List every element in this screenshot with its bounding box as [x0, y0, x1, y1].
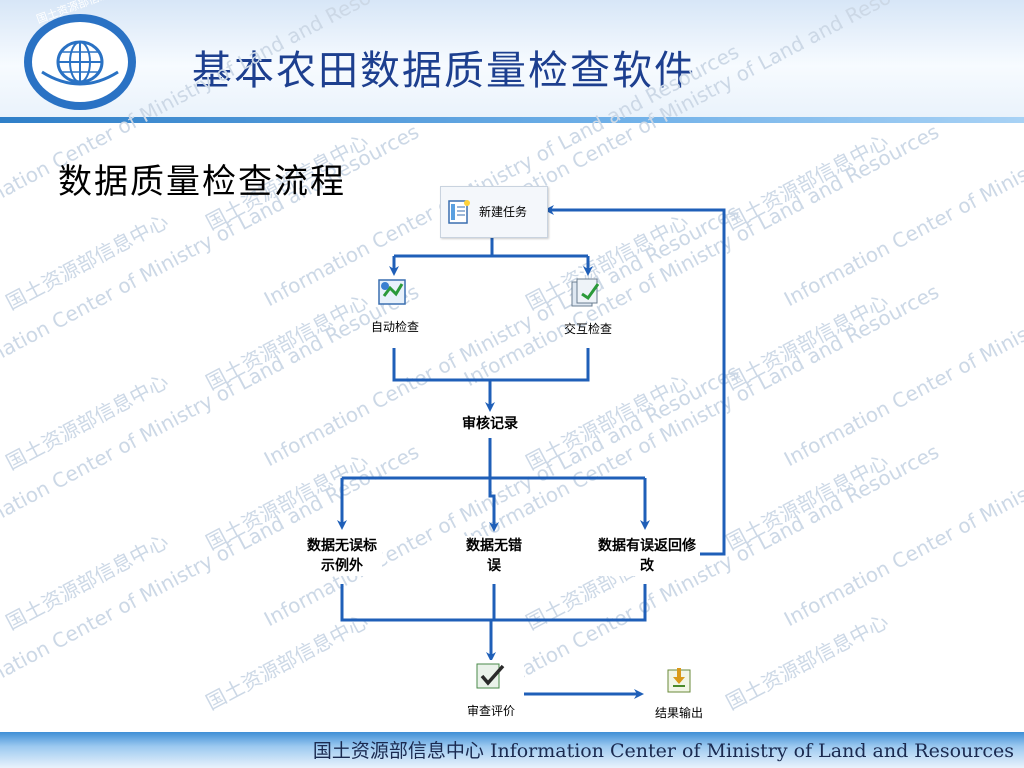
result-download-icon	[667, 668, 691, 693]
result-output-node: 结果输出	[644, 664, 714, 724]
footer-bar: 国土资源部信息中心 Information Center of Ministry…	[0, 732, 1024, 768]
interactive-check-label: 交互检查	[563, 322, 612, 336]
header-bar	[0, 0, 1024, 120]
result-output-label: 结果输出	[654, 706, 703, 720]
new-task-node: 新建任务	[440, 186, 548, 238]
review-record-node: 审核记录	[448, 414, 532, 434]
auto-check-label: 自动检查	[370, 320, 419, 334]
page-title: 基本农田数据质量检查软件	[192, 48, 696, 94]
logo-bottom-text: ICMLR	[58, 86, 104, 101]
review-evaluate-label: 审查评价	[466, 704, 515, 718]
section-title: 数据质量检查流程	[58, 162, 346, 202]
new-task-label: 新建任务	[479, 205, 528, 219]
icmlr-logo	[24, 14, 136, 110]
auto-check-icon	[378, 279, 406, 305]
footer-text: 国土资源部信息中心 Information Center of Ministry…	[312, 740, 1014, 762]
header-divider	[0, 117, 1024, 123]
auto-check-node: 自动检查	[360, 274, 430, 344]
review-evaluate-node: 审查评价	[458, 660, 524, 720]
data-ok-exception-node: 数据无误标示例外	[302, 536, 382, 576]
data-no-error-node: 数据无错误	[462, 536, 526, 576]
interactive-check-node: 交互检查	[552, 274, 624, 344]
review-check-icon	[476, 663, 505, 689]
data-error-return-node: 数据有误返回修改	[596, 536, 698, 576]
interactive-check-icon	[571, 278, 600, 307]
document-icon	[448, 200, 470, 224]
